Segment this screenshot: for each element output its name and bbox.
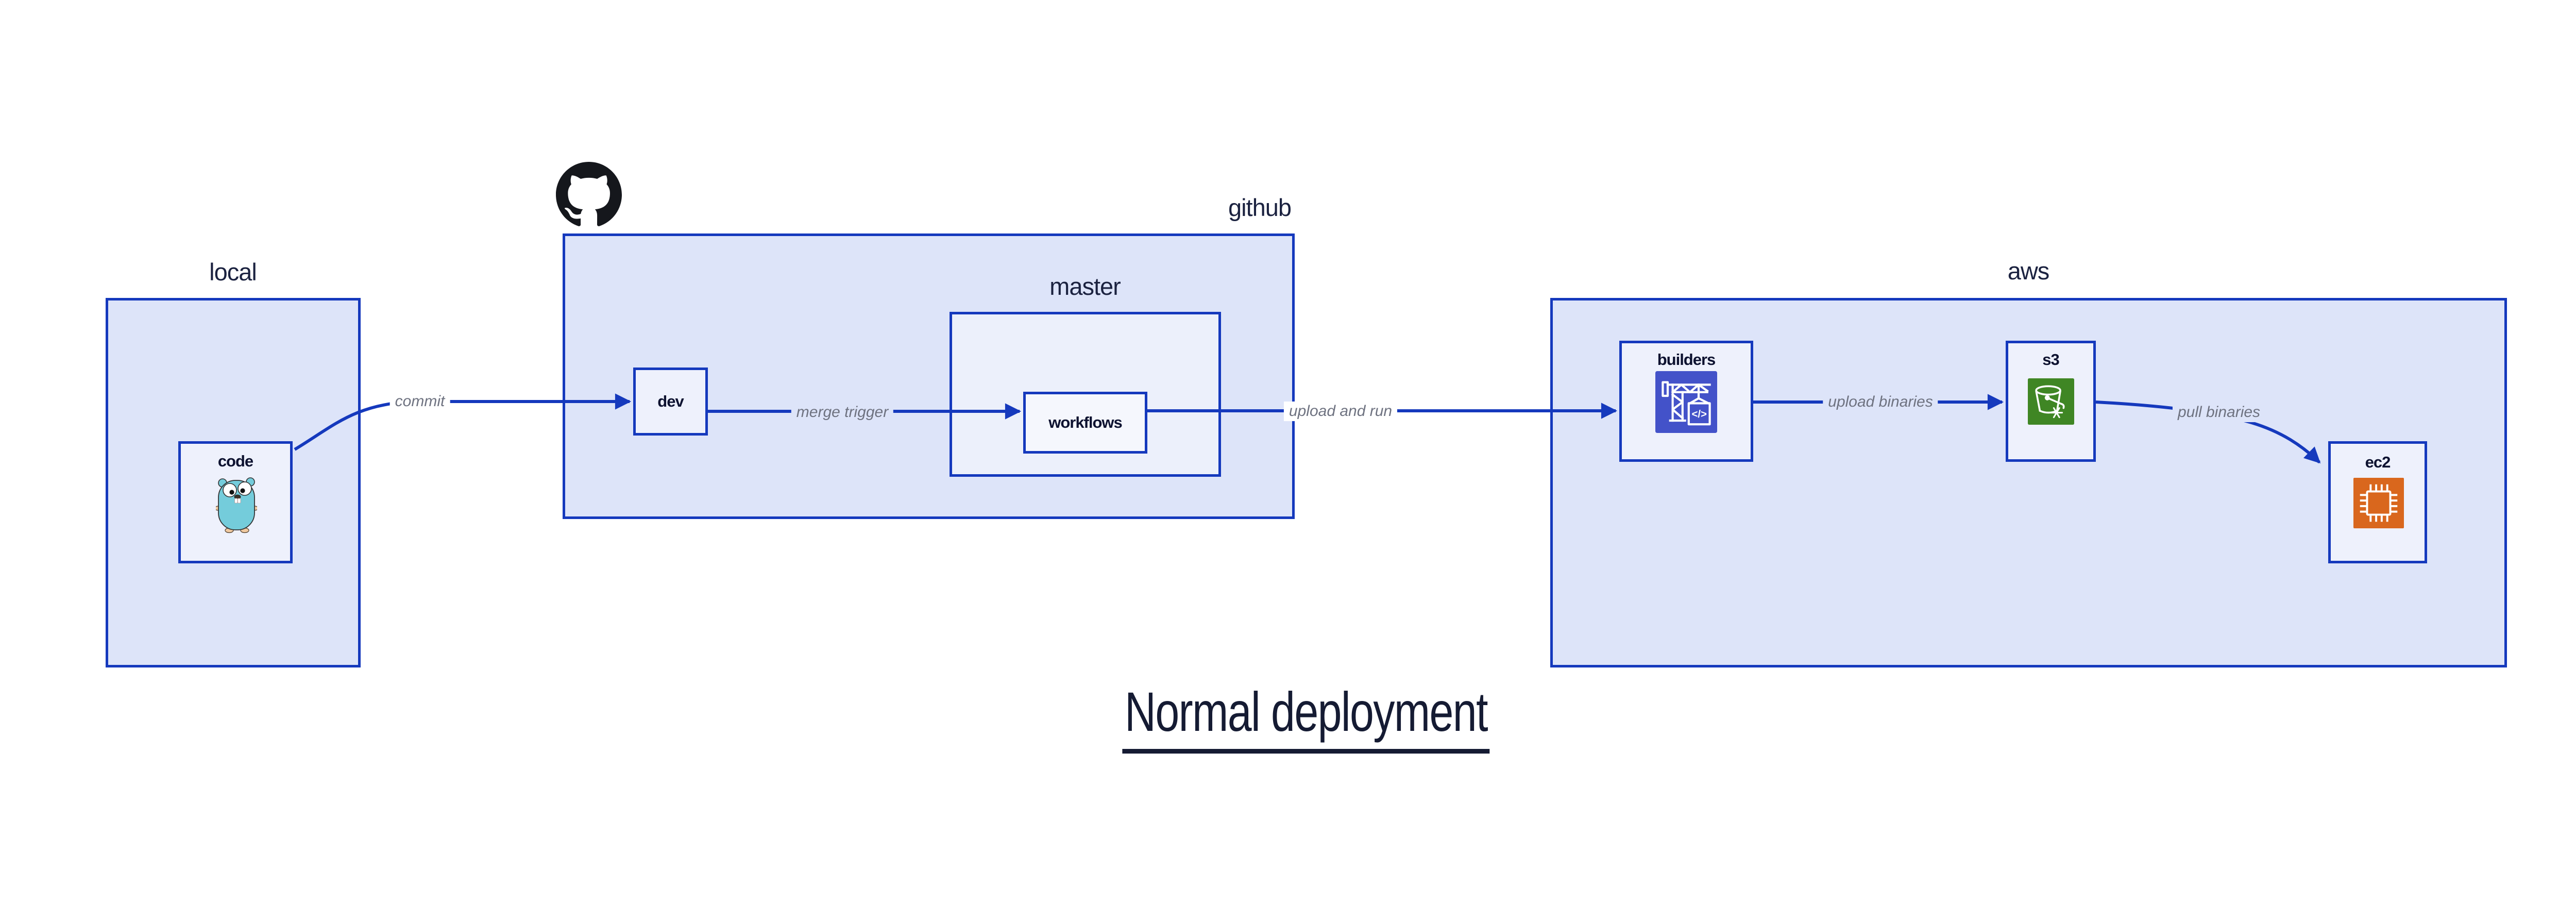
node-builders-label: builders	[1657, 350, 1716, 369]
edge-merge-trigger-label: merge trigger	[791, 403, 894, 422]
edge-upload-and-run-label: upload and run	[1283, 402, 1398, 421]
codebuild-code-glyph: </>	[1691, 409, 1707, 420]
codebuild-crane-icon: </>	[1655, 371, 1717, 433]
snowflake-glyph	[2050, 407, 2063, 419]
node-code: code	[178, 441, 293, 563]
node-s3: s3	[2006, 341, 2096, 462]
node-ec2-label: ec2	[2365, 453, 2391, 471]
node-workflows-label: workflows	[1048, 413, 1123, 431]
panel-aws-label: aws	[2007, 257, 2050, 285]
github-octocat-logo	[556, 162, 622, 226]
panel-local-label: local	[209, 258, 257, 286]
go-gopher-icon	[216, 477, 257, 533]
panel-master-label: master	[1049, 273, 1121, 300]
edge-pull-binaries-label: pull binaries	[2172, 403, 2266, 422]
edge-upload-binaries-label: upload binaries	[1823, 392, 1938, 412]
node-dev-label: dev	[657, 392, 684, 410]
node-workflows: workflows	[1023, 392, 1147, 454]
node-dev: dev	[633, 368, 708, 436]
node-s3-label: s3	[2042, 350, 2059, 369]
node-ec2: ec2	[2328, 441, 2427, 563]
node-code-label: code	[217, 452, 253, 470]
ec2-chip-icon	[2353, 478, 2404, 528]
edge-commit-label: commit	[389, 392, 450, 411]
panel-github-label: github	[1228, 194, 1292, 221]
node-builders: builders </>	[1619, 341, 1753, 462]
s3-glacier-bucket-icon	[2028, 378, 2074, 425]
diagram-title: Normal deployment	[1122, 679, 1490, 754]
